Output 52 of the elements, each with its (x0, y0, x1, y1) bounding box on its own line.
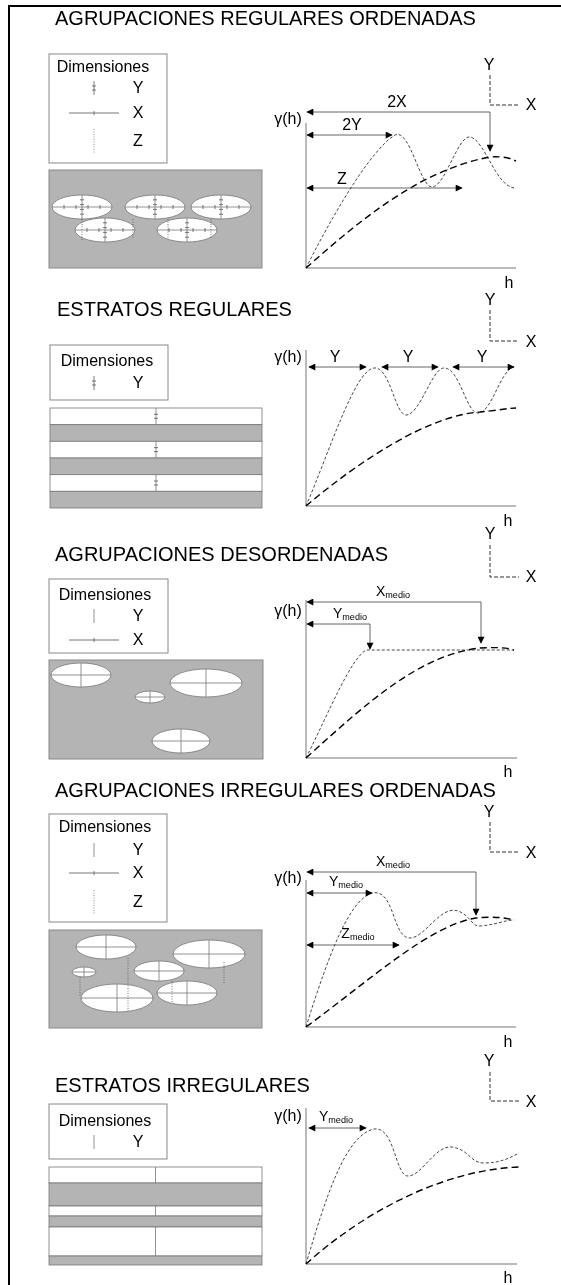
axis-label: h (504, 275, 514, 291)
legend-label: Z (133, 133, 143, 149)
axis-label: Y (483, 1053, 495, 1069)
dimension-label: Y$_{medio}$ (318, 1109, 354, 1125)
axis-label: X (525, 845, 537, 861)
dimension-label: X$_{medio}$ (375, 584, 411, 600)
dimension-label: Y (476, 349, 488, 365)
section-title: AGRUPACIONES IRREGULARES ORDENADAS (55, 780, 496, 800)
legend-title: Dimensiones (60, 353, 154, 369)
axis-label: Y (483, 57, 495, 73)
axis-label: γ(h) (274, 603, 302, 619)
legend-label: Y (132, 375, 144, 391)
axis-label: Y (484, 526, 496, 542)
axis-label: X (525, 1094, 537, 1110)
dimension-label: Y$_{medio}$ (332, 606, 368, 622)
dimension-label: Y$_{medio}$ (328, 874, 364, 890)
dimension-label: Y (402, 349, 414, 365)
section-title: ESTRATOS IRREGULARES (55, 1075, 310, 1095)
dimension-label: 2Y (342, 117, 362, 133)
legend-label: X (132, 865, 144, 881)
section-title: AGRUPACIONES REGULARES ORDENADAS (55, 8, 476, 28)
dimension-label: X$_{medio}$ (375, 854, 411, 870)
axis-label: Y (484, 292, 496, 308)
axis-label: Y (483, 804, 495, 820)
section-title: AGRUPACIONES DESORDENADAS (55, 544, 389, 564)
dimension-label: 2X (387, 94, 407, 110)
axis-label: X (525, 334, 537, 350)
legend-label: Y (132, 1134, 144, 1150)
dimension-label: Z$_{medio}$ (341, 926, 375, 942)
legend-title: Dimensiones (58, 587, 152, 603)
dimension-label: Y (329, 349, 341, 365)
dimension-label: Z (337, 171, 347, 187)
legend-title: Dimensiones (58, 819, 152, 835)
axis-label: h (503, 1270, 513, 1285)
section-title: ESTRATOS REGULARES (57, 299, 292, 319)
legend-label: Y (132, 608, 144, 624)
axis-label: γ(h) (274, 870, 302, 886)
legend-label: Y (132, 80, 144, 96)
axis-label: γ(h) (274, 1108, 302, 1124)
axis-label: γ(h) (274, 111, 302, 127)
legend-label: X (132, 632, 144, 648)
legend-title: Dimensiones (56, 59, 150, 75)
legend-label: Z (133, 894, 143, 910)
axis-label: h (503, 513, 513, 529)
legend-label: X (132, 105, 144, 121)
axis-label: X (525, 97, 537, 113)
axis-label: γ(h) (274, 349, 302, 365)
axis-label: h (503, 764, 513, 780)
axis-label: X (525, 569, 537, 585)
axis-label: h (503, 1034, 513, 1050)
legend-label: Y (132, 842, 144, 858)
legend-title: Dimensiones (58, 1113, 152, 1129)
